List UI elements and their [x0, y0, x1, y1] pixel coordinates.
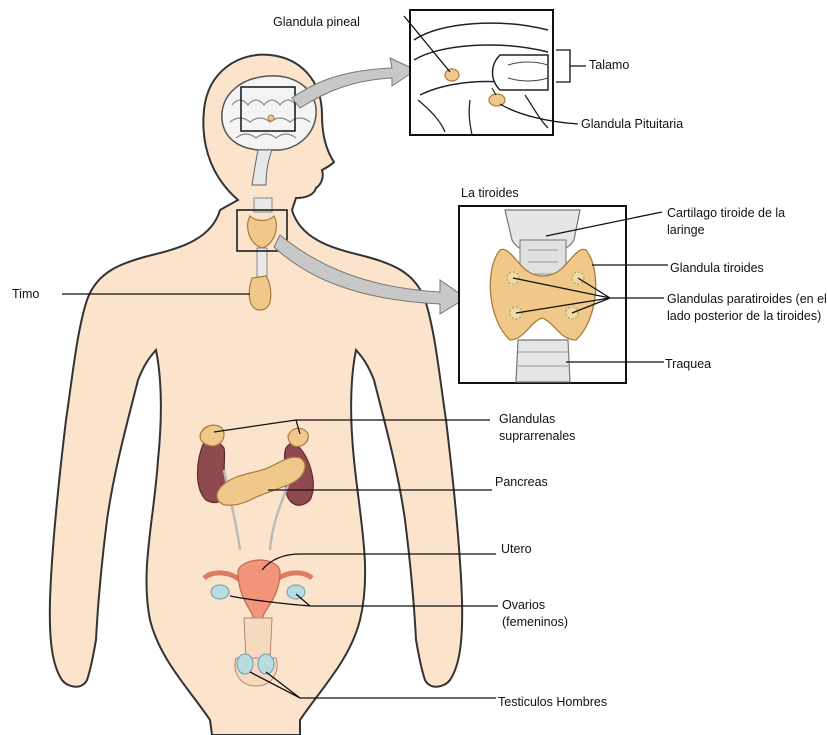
- pineal-dot-small: [268, 115, 274, 121]
- label-ovaries: Ovarios (femeninos): [502, 597, 592, 631]
- label-thymus: Timo: [12, 286, 39, 303]
- label-pineal: Glandula pineal: [273, 14, 360, 31]
- label-parathyroid: Glandulas paratiroides (en el lado poste…: [667, 291, 827, 325]
- label-uterus: Utero: [501, 541, 532, 558]
- label-testes: Testiculos Hombres: [498, 694, 607, 711]
- label-thyroid-gland: Glandula tiroides: [670, 260, 764, 277]
- label-adrenal: Glandulas suprarrenales: [499, 411, 594, 445]
- label-thyroid-cartilage: Cartilago tiroide de la laringe: [667, 205, 822, 239]
- label-pituitary: Glandula Pituitaria: [581, 116, 683, 133]
- label-thyroid-title: La tiroides: [461, 185, 519, 202]
- thymus: [249, 276, 271, 310]
- label-pancreas: Pancreas: [495, 474, 548, 491]
- thyroid-inset: [459, 206, 626, 383]
- label-trachea: Traquea: [665, 356, 711, 373]
- label-thalamus: Talamo: [589, 57, 629, 74]
